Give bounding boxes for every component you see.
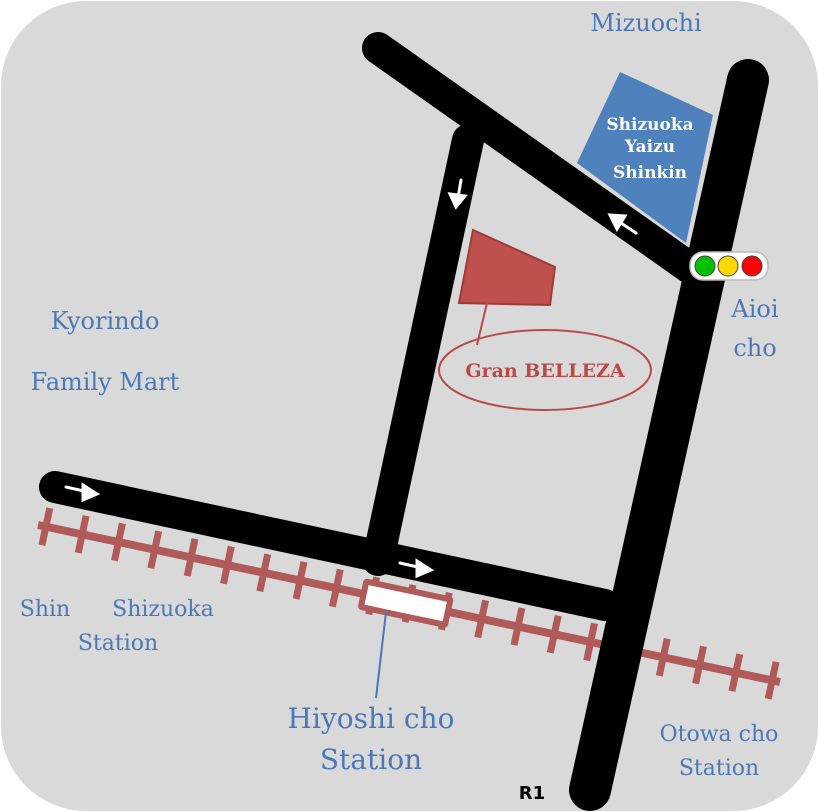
railway-tie — [546, 614, 562, 654]
railway-tie — [38, 507, 54, 546]
railway-tie — [764, 661, 780, 700]
bank-label-line2: Yaizu — [624, 137, 675, 157]
hiyoshi-station-inner — [364, 585, 447, 622]
railway-tie — [583, 622, 598, 662]
place-otowa-line2: Station — [679, 756, 759, 781]
hiyoshi-station-pointer — [375, 611, 387, 699]
railway-tie — [474, 599, 490, 639]
railway-tie — [728, 653, 744, 692]
railway-tie — [692, 645, 707, 685]
one-way-arrow-icon — [398, 558, 435, 579]
railway-tie — [147, 530, 163, 570]
railway-tie — [292, 561, 308, 600]
place-family-mart: Family Mart — [31, 368, 180, 396]
road-diagonal-upper — [362, 32, 706, 284]
traffic-light-icon — [689, 251, 769, 281]
railway-tie — [328, 568, 344, 608]
railway-tie — [655, 637, 671, 677]
railway-tie — [510, 607, 526, 646]
destination-label: Gran BELLEZA — [465, 360, 625, 382]
bank-label-line1: Shizuoka — [606, 115, 693, 135]
railway-tie — [220, 545, 235, 585]
place-aioi-line2: cho — [733, 334, 776, 362]
one-way-arrow-icon — [64, 482, 101, 503]
roads — [39, 32, 769, 811]
railway-tie — [111, 522, 126, 562]
railway-tie — [183, 538, 199, 577]
one-way-arrow-icon — [447, 178, 468, 210]
place-kyorindo: Kyorindo — [51, 307, 160, 335]
railway-tie — [74, 515, 90, 554]
one-way-arrow-icon — [607, 213, 638, 235]
road-r1 — [569, 59, 769, 811]
road-vertical-left — [362, 124, 484, 576]
place-otowa-line1: Otowa cho — [660, 722, 779, 747]
place-shizuoka-label: Shizuoka — [112, 597, 214, 622]
route-label-r1: R1 — [519, 783, 545, 804]
destination-building — [457, 228, 557, 307]
road-bottom-left — [39, 471, 621, 621]
bank-building — [577, 72, 713, 243]
place-hiyoshi-line2: Station — [320, 743, 422, 776]
place-mizuochi: Mizuochi — [590, 9, 702, 37]
bank-label-line3: Shinkin — [613, 163, 687, 183]
place-shin-label: Shin — [20, 597, 70, 622]
place-hiyoshi-line1: Hiyoshi cho — [288, 702, 455, 735]
destination-callout — [438, 329, 652, 411]
place-aioi-line1: Aioi — [730, 295, 778, 323]
railway-tie — [256, 553, 272, 593]
place-shin-shizuoka-station: Station — [78, 631, 158, 656]
